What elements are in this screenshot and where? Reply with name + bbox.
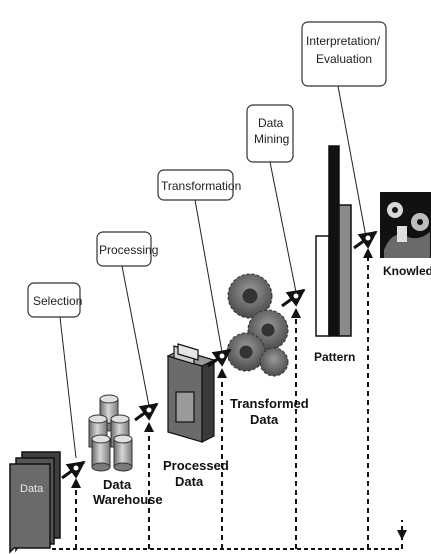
step-selection: Selection	[27, 282, 82, 318]
data-pages-icon: Data	[9, 451, 61, 554]
step-transformation-label: Transformation	[161, 179, 241, 193]
pattern-label: Pattern	[314, 350, 355, 364]
step-processing: Processing	[96, 231, 158, 267]
processed-label-line2: Data	[175, 474, 204, 489]
step-data-mining-line2: Mining	[254, 132, 289, 146]
transformed-label-line2: Data	[250, 412, 279, 427]
data-label: Data	[20, 483, 44, 495]
feedback-lines	[75, 258, 403, 549]
pen-tips	[72, 234, 372, 472]
knowledge-picture-icon	[380, 192, 431, 258]
step-data-mining: Data Mining	[246, 104, 294, 163]
step-interpretation: Interpretation/ Evaluation	[301, 21, 387, 87]
transformed-label-line1: Transformed	[230, 396, 309, 411]
step-data-mining-line1: Data	[258, 116, 284, 130]
feedback-arrowheads	[71, 248, 407, 540]
warehouse-label-line1: Data	[103, 477, 132, 492]
pattern-bars-icon	[315, 145, 352, 337]
processed-label-line1: Processed	[163, 458, 229, 473]
file-box-icon	[166, 343, 216, 443]
pen-arrow-icons	[61, 230, 378, 480]
knowledge-label: Knowledge	[383, 264, 431, 278]
step-transformation: Transformation	[157, 169, 241, 201]
step-interpretation-line1: Interpretation/	[306, 34, 381, 48]
step-selection-label: Selection	[33, 294, 82, 308]
database-cylinders-icon	[88, 394, 133, 472]
warehouse-label-line2: Warehouse	[93, 492, 163, 507]
step-connectors	[59, 85, 369, 459]
gears-icon	[226, 273, 289, 377]
step-processing-label: Processing	[99, 243, 158, 257]
step-interpretation-line2: Evaluation	[316, 52, 372, 66]
